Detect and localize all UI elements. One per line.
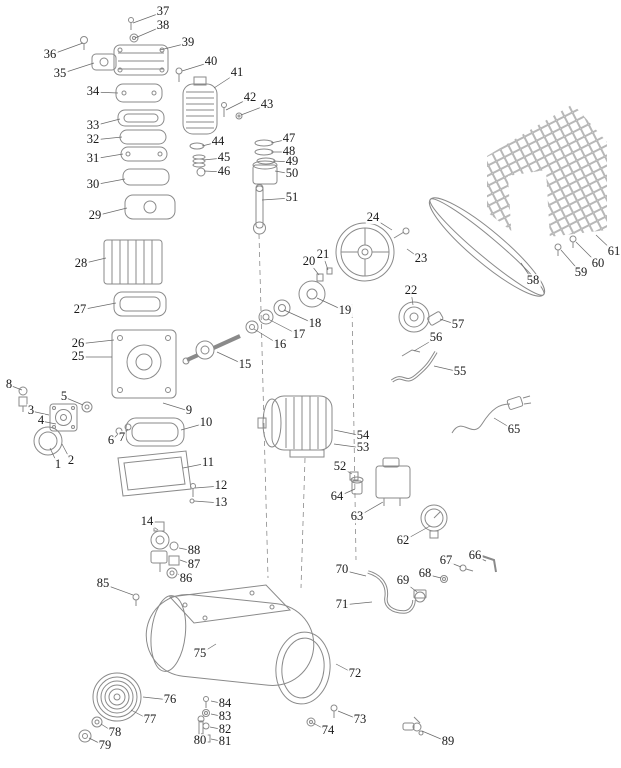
cylinder-icon: [103, 239, 163, 285]
tank-end-cap-icon: [275, 631, 331, 705]
outlet-tube-icon: [367, 570, 427, 614]
belt-guard-grille-icon: [487, 104, 607, 243]
cylinder-gasket-icon: [113, 291, 167, 317]
tank-mount-plate-icon: [168, 584, 292, 624]
axle-hardware-icon: [197, 696, 211, 743]
air-filter-icon: [175, 67, 243, 135]
head-screws-icon: [80, 17, 139, 71]
tank-hardware-icon: [306, 704, 424, 736]
construction-lines: [258, 233, 357, 589]
crankcase-icon: [111, 329, 177, 399]
pulley-icon: [398, 301, 430, 333]
pressure-switch-icon: [375, 457, 411, 506]
valve-springs-icon: [189, 142, 206, 177]
flywheel-bolt-icon: [393, 227, 410, 239]
leader-lines: [8, 11, 615, 747]
crankcase-cover-icon: [117, 417, 196, 504]
piston-assembly-icon: [252, 139, 278, 235]
regulator-icon: [132, 521, 180, 606]
fittings-icon: [349, 471, 364, 495]
power-cord-icon: [451, 395, 532, 434]
crankshaft-icon: [182, 267, 333, 365]
unloader-tube-icon: [390, 311, 444, 383]
pressure-gauge-icon: [420, 504, 448, 539]
guard-screws-icon: [554, 235, 577, 256]
wheel-icon: [78, 672, 142, 743]
drive-belt-icon: [428, 197, 546, 297]
valve-plates-icon: [115, 83, 176, 220]
air-tank-icon: [145, 594, 315, 686]
motor-icon: [257, 395, 333, 458]
head-cover-icon: [113, 44, 169, 76]
flywheel-icon: [335, 222, 395, 282]
handle-pin-icon: [440, 555, 497, 583]
